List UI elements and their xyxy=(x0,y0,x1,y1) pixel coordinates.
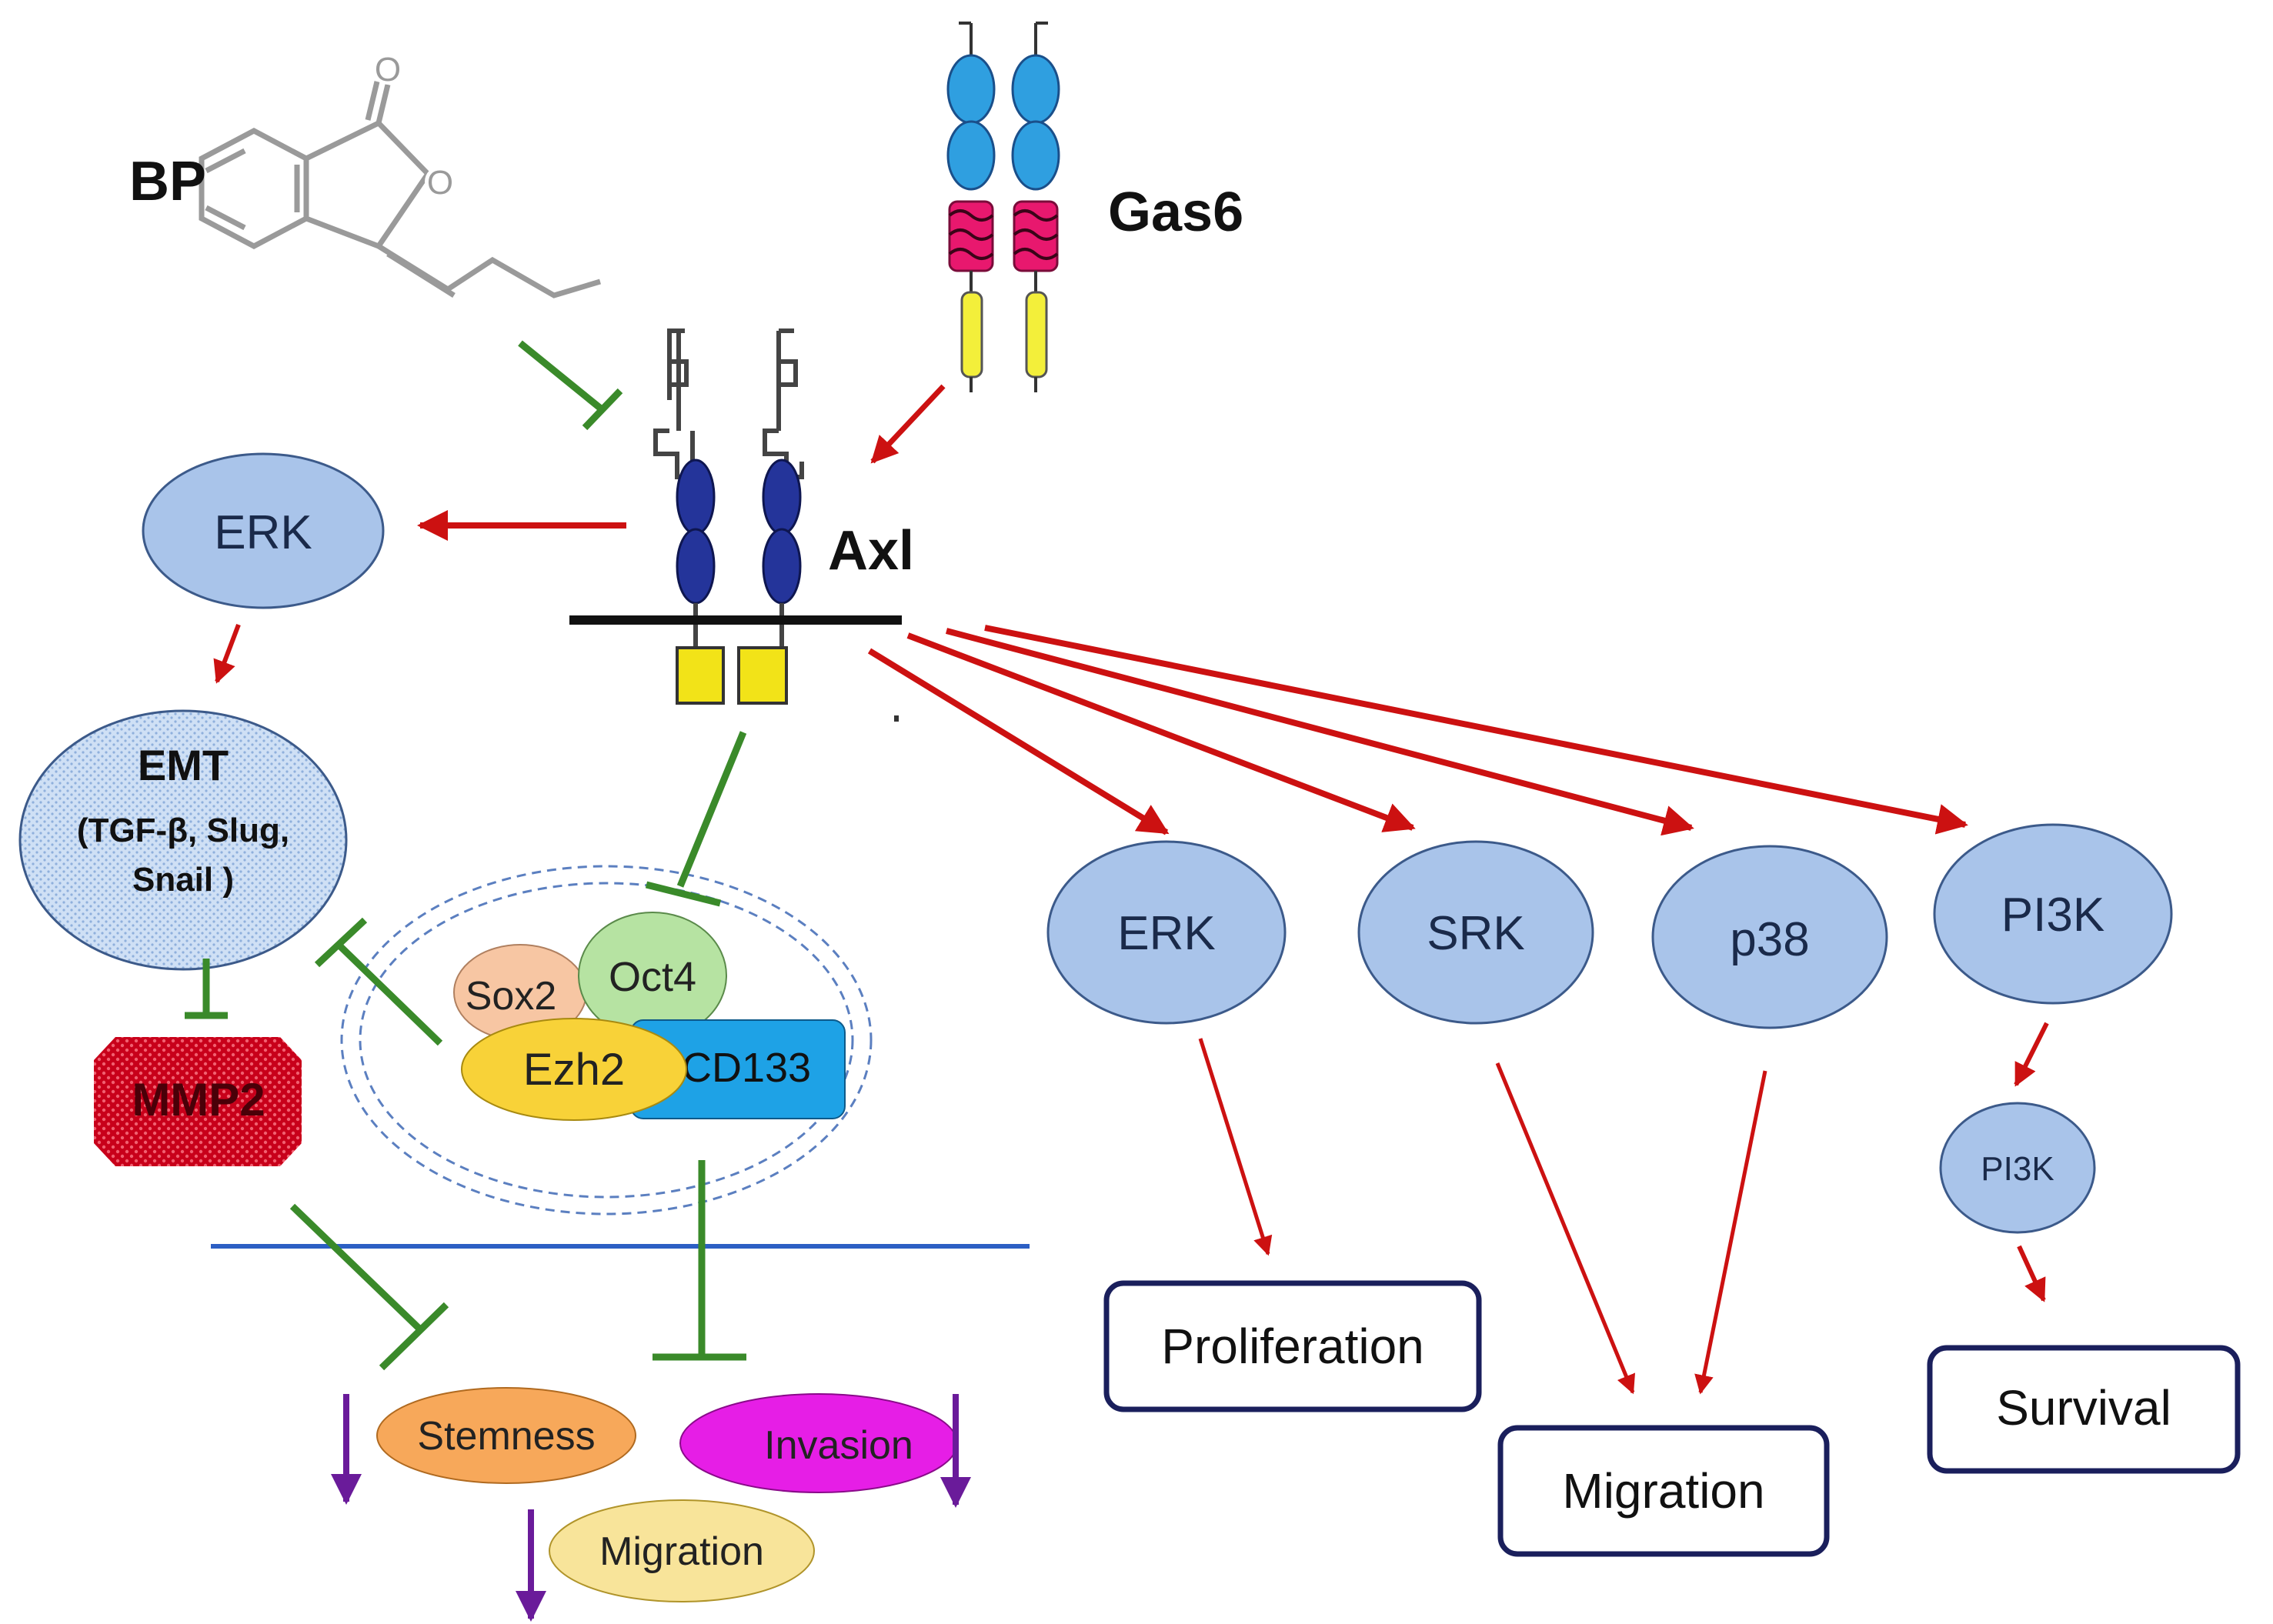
axl-to-pi3k-arrow xyxy=(984,625,1968,835)
sox2-label: Sox2 xyxy=(466,974,557,1019)
bp-molecule-atoms: O O xyxy=(372,51,456,202)
p38-label: p38 xyxy=(1730,913,1809,966)
migration-left-label: Migration xyxy=(599,1529,764,1574)
emt-inhibits-mmp2 xyxy=(185,959,228,1019)
axl-inhibits-nucleus xyxy=(645,731,747,907)
mmp2-node: MMP2 xyxy=(94,1037,302,1166)
gas6-chain-right xyxy=(1011,22,1060,392)
pi3k-to-pi3k-arrow xyxy=(2014,1022,2049,1087)
axl-to-p38-arrow xyxy=(945,628,1694,836)
cd133-label: CD133 xyxy=(682,1045,811,1091)
pi3k-upper-label: PI3K xyxy=(2001,889,2104,942)
gas6-label: Gas6 xyxy=(1108,182,1243,243)
migration-right-label: Migration xyxy=(1562,1463,1764,1519)
axl-monomer-left xyxy=(653,328,725,705)
pi3k-lower-node: PI3K xyxy=(1939,1102,2096,1234)
p38-node: p38 xyxy=(1651,845,1888,1029)
invasion-node: Invasion xyxy=(679,1393,958,1493)
erk-to-proliferation-arrow xyxy=(1198,1038,1273,1256)
erk-right-label: ERK xyxy=(1117,907,1215,960)
nucleus-boundary xyxy=(340,865,873,1215)
emt-line1: (TGF-β, Slug, xyxy=(77,812,289,849)
proliferation-box: Proliferation xyxy=(1103,1280,1482,1412)
erk-right-node: ERK xyxy=(1046,840,1287,1025)
srk-node: SRK xyxy=(1357,840,1594,1025)
stem-complex: Sox2 Oct4 CD133 Ezh2 xyxy=(453,912,846,1121)
axl-to-erk-right-arrow xyxy=(867,648,1170,835)
pi3k-to-survival-arrow xyxy=(2017,1245,2046,1302)
gas6-activates-axl-arrow xyxy=(870,384,946,464)
bp-inhibits-axl xyxy=(518,340,623,431)
axl-to-srk-arrow xyxy=(906,632,1416,832)
svg-text:O: O xyxy=(427,164,453,202)
gas6-ligand xyxy=(946,22,1060,392)
axl-receptor xyxy=(569,328,902,705)
srk-label: SRK xyxy=(1427,907,1524,960)
emt-line2: Snail ) xyxy=(132,861,234,899)
mmp2-inhibits-stemness xyxy=(289,1203,449,1371)
survival-box: Survival xyxy=(1927,1345,2241,1474)
invasion-label: Invasion xyxy=(764,1423,913,1468)
stemness-node: Stemness xyxy=(376,1387,636,1484)
migration-left-node: Migration xyxy=(549,1499,815,1602)
gas6-chain-left xyxy=(946,22,996,392)
survival-label: Survival xyxy=(1996,1380,2171,1436)
oct4-label: Oct4 xyxy=(609,954,696,1000)
complex-inhibits-invasion xyxy=(653,1160,746,1361)
stray-dot xyxy=(894,715,899,722)
ezh2-label: Ezh2 xyxy=(523,1045,625,1095)
axl-monomer-right xyxy=(737,328,804,705)
srk-to-migration-arrow xyxy=(1495,1062,1636,1395)
stemness-label: Stemness xyxy=(417,1414,595,1459)
erk-left-label: ERK xyxy=(214,506,312,559)
complex-inhibits-emt xyxy=(314,917,443,1046)
bp-molecule-structure xyxy=(199,81,602,298)
mmp2-label: MMP2 xyxy=(132,1074,265,1125)
pi3k-lower-label: PI3K xyxy=(1981,1150,2054,1188)
migration-right-box: Migration xyxy=(1497,1425,1830,1557)
emt-node: EMT (TGF-β, Slug, Snail ) xyxy=(18,709,348,971)
axl-label: Axl xyxy=(828,520,914,582)
svg-text:O: O xyxy=(375,51,401,88)
ezh2-node xyxy=(461,1018,687,1121)
erk-left-node: ERK xyxy=(142,452,385,609)
bp-label: BP xyxy=(129,151,206,212)
emt-title: EMT xyxy=(138,741,229,789)
erk-to-emt-arrow xyxy=(213,623,241,684)
pi3k-upper-node: PI3K xyxy=(1933,823,2173,1005)
p38-to-migration-arrow xyxy=(1694,1070,1767,1395)
proliferation-label: Proliferation xyxy=(1161,1319,1424,1374)
